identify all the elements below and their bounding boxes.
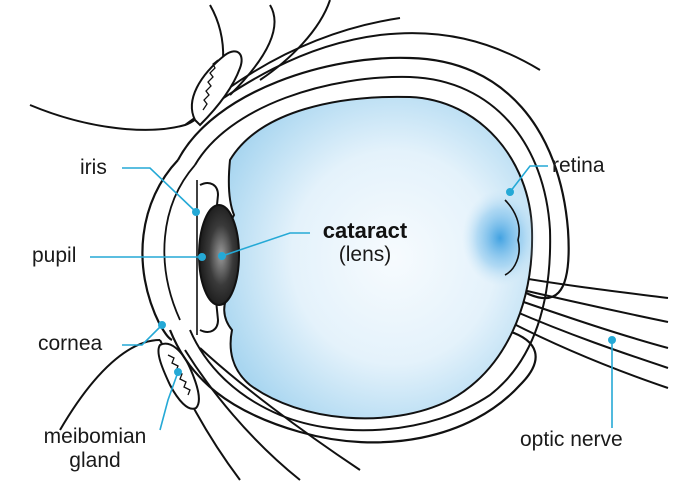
upper-eyelid: [30, 0, 540, 130]
cornea: [142, 160, 178, 340]
pupil-leader-dot: [199, 254, 205, 260]
cornea-label: cornea: [38, 332, 102, 356]
cataract-label: cataract (lens): [300, 218, 430, 267]
optic-nerve: [505, 275, 668, 388]
macula: [462, 190, 538, 286]
meibomian-label-line2: gland: [30, 449, 160, 473]
retina-label: retina: [552, 154, 605, 178]
cornea-leader-dot: [159, 322, 165, 328]
meibomian-gland-label: meibomian gland: [30, 425, 160, 473]
cataract-title: cataract: [300, 218, 430, 243]
upper-meibomian-gland: [192, 51, 242, 125]
optic-nerve-leader-dot: [609, 337, 615, 343]
meibomian-leader-dot: [175, 369, 181, 375]
iris-leader-dot: [193, 209, 199, 215]
retina-leader-dot: [507, 189, 513, 195]
cornea-inner: [164, 165, 195, 320]
lens-subtitle: (lens): [300, 243, 430, 267]
cornea-leader: [122, 325, 162, 345]
iris-leader: [122, 168, 196, 212]
meibomian-label-line1: meibomian: [30, 425, 160, 449]
optic-nerve-label: optic nerve: [520, 428, 623, 452]
cataract-leader-dot: [219, 253, 225, 259]
pupil-label: pupil: [32, 244, 76, 268]
iris-label: iris: [80, 156, 107, 180]
lower-meibomian-gland: [158, 344, 198, 409]
